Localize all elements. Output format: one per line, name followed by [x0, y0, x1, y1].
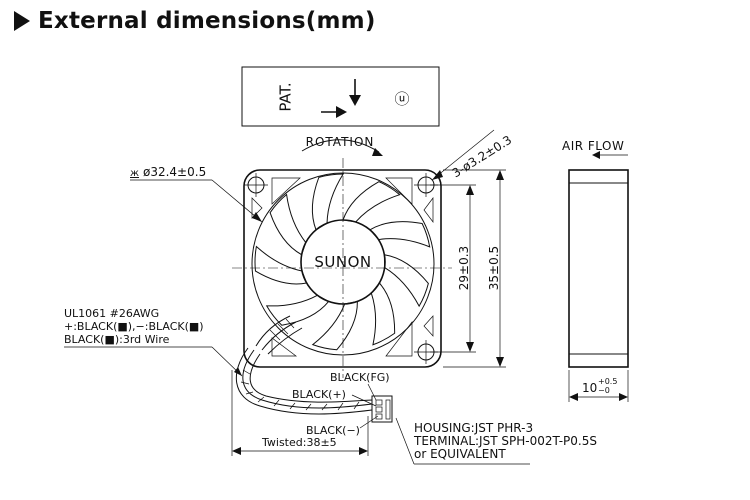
- overall-size-dimension: 35±0.5: [443, 169, 506, 368]
- fan-blade: [265, 294, 330, 326]
- hole-callout: 3-ø3.2±0.3: [431, 129, 514, 180]
- thickness-tol-lower: −0: [598, 386, 610, 395]
- label-box: PAT. ⓤ: [241, 66, 440, 127]
- label-box-frame: [241, 66, 440, 127]
- fan-blade: [369, 221, 431, 248]
- wire-connector: [371, 395, 393, 423]
- rotation-indicator: ROTATION: [301, 135, 383, 156]
- wire-spec: UL1061 #26AWG +:BLACK(■),−:BLACK(■) BLAC…: [64, 307, 243, 377]
- wire-spec-line1: UL1061 #26AWG: [64, 307, 159, 320]
- fan-frame: [243, 169, 442, 368]
- fan-blade: [254, 245, 308, 285]
- arrow-down-icon: [349, 79, 361, 106]
- fan-blade: [383, 254, 429, 308]
- side-view-body: [568, 169, 629, 368]
- airflow-arrow-icon: [592, 151, 628, 159]
- diameter-label: ø32.4±0.5: [143, 165, 206, 179]
- ul-mark-icon: ⓤ: [394, 90, 409, 108]
- terminal-label: TERMINAL:JST SPH-002T-P0.5S: [413, 434, 597, 448]
- housing-label: HOUSING:JST PHR-3: [414, 421, 533, 435]
- fan-blade: [311, 173, 345, 231]
- header-arrow-icon: [14, 11, 30, 31]
- twisted-label: Twisted:38±5: [261, 436, 337, 449]
- fan-blade: [370, 282, 396, 346]
- wire-spec-line2: +:BLACK(■),−:BLACK(■): [64, 320, 204, 333]
- page-title: External dimensions(mm): [38, 8, 376, 34]
- equivalent-label: or EQUIVALENT: [414, 447, 506, 461]
- wire-spec-line3: BLACK(■):3rd Wire: [64, 333, 170, 346]
- thickness-base: 10: [582, 381, 597, 395]
- fan-side-view: AIR FLOW 10 +0.5 −0: [562, 139, 629, 402]
- arrow-right-icon: [321, 106, 347, 118]
- minus-label: BLACK(−): [306, 424, 360, 437]
- fan-blade: [311, 300, 358, 351]
- fg-label: BLACK(FG): [330, 371, 390, 384]
- diameter-callout: ж ø32.4±0.5: [130, 165, 263, 223]
- diameter-prefix: ж: [130, 168, 139, 179]
- mounting-holes: [244, 173, 438, 364]
- hole-spacing-label: 29±0.3: [457, 246, 471, 290]
- connector-spec: HOUSING:JST PHR-3 TERMINAL:JST SPH-002T-…: [395, 417, 597, 465]
- pat-label: PAT.: [277, 82, 295, 111]
- overall-size-label: 35±0.5: [487, 246, 501, 290]
- airflow-label: AIR FLOW: [562, 139, 624, 153]
- wire-harness: Twisted:38±5: [231, 347, 393, 456]
- thickness-tol-upper: +0.5: [598, 377, 617, 386]
- plus-label: BLACK(+): [292, 388, 346, 401]
- fan-front-view: SUNON: [232, 158, 452, 378]
- wire-exit: [255, 315, 303, 355]
- hole-spacing-dimension: 29±0.3: [430, 184, 476, 353]
- section-header: External dimensions(mm): [14, 8, 376, 34]
- rotation-label: ROTATION: [306, 135, 375, 149]
- fan-blades: [254, 173, 431, 351]
- wire-labels: BLACK(FG) BLACK(+) BLACK(−): [292, 371, 390, 437]
- frame-corner-marks: [251, 177, 434, 357]
- fan-blade: [342, 181, 401, 223]
- fan-blade: [269, 193, 307, 256]
